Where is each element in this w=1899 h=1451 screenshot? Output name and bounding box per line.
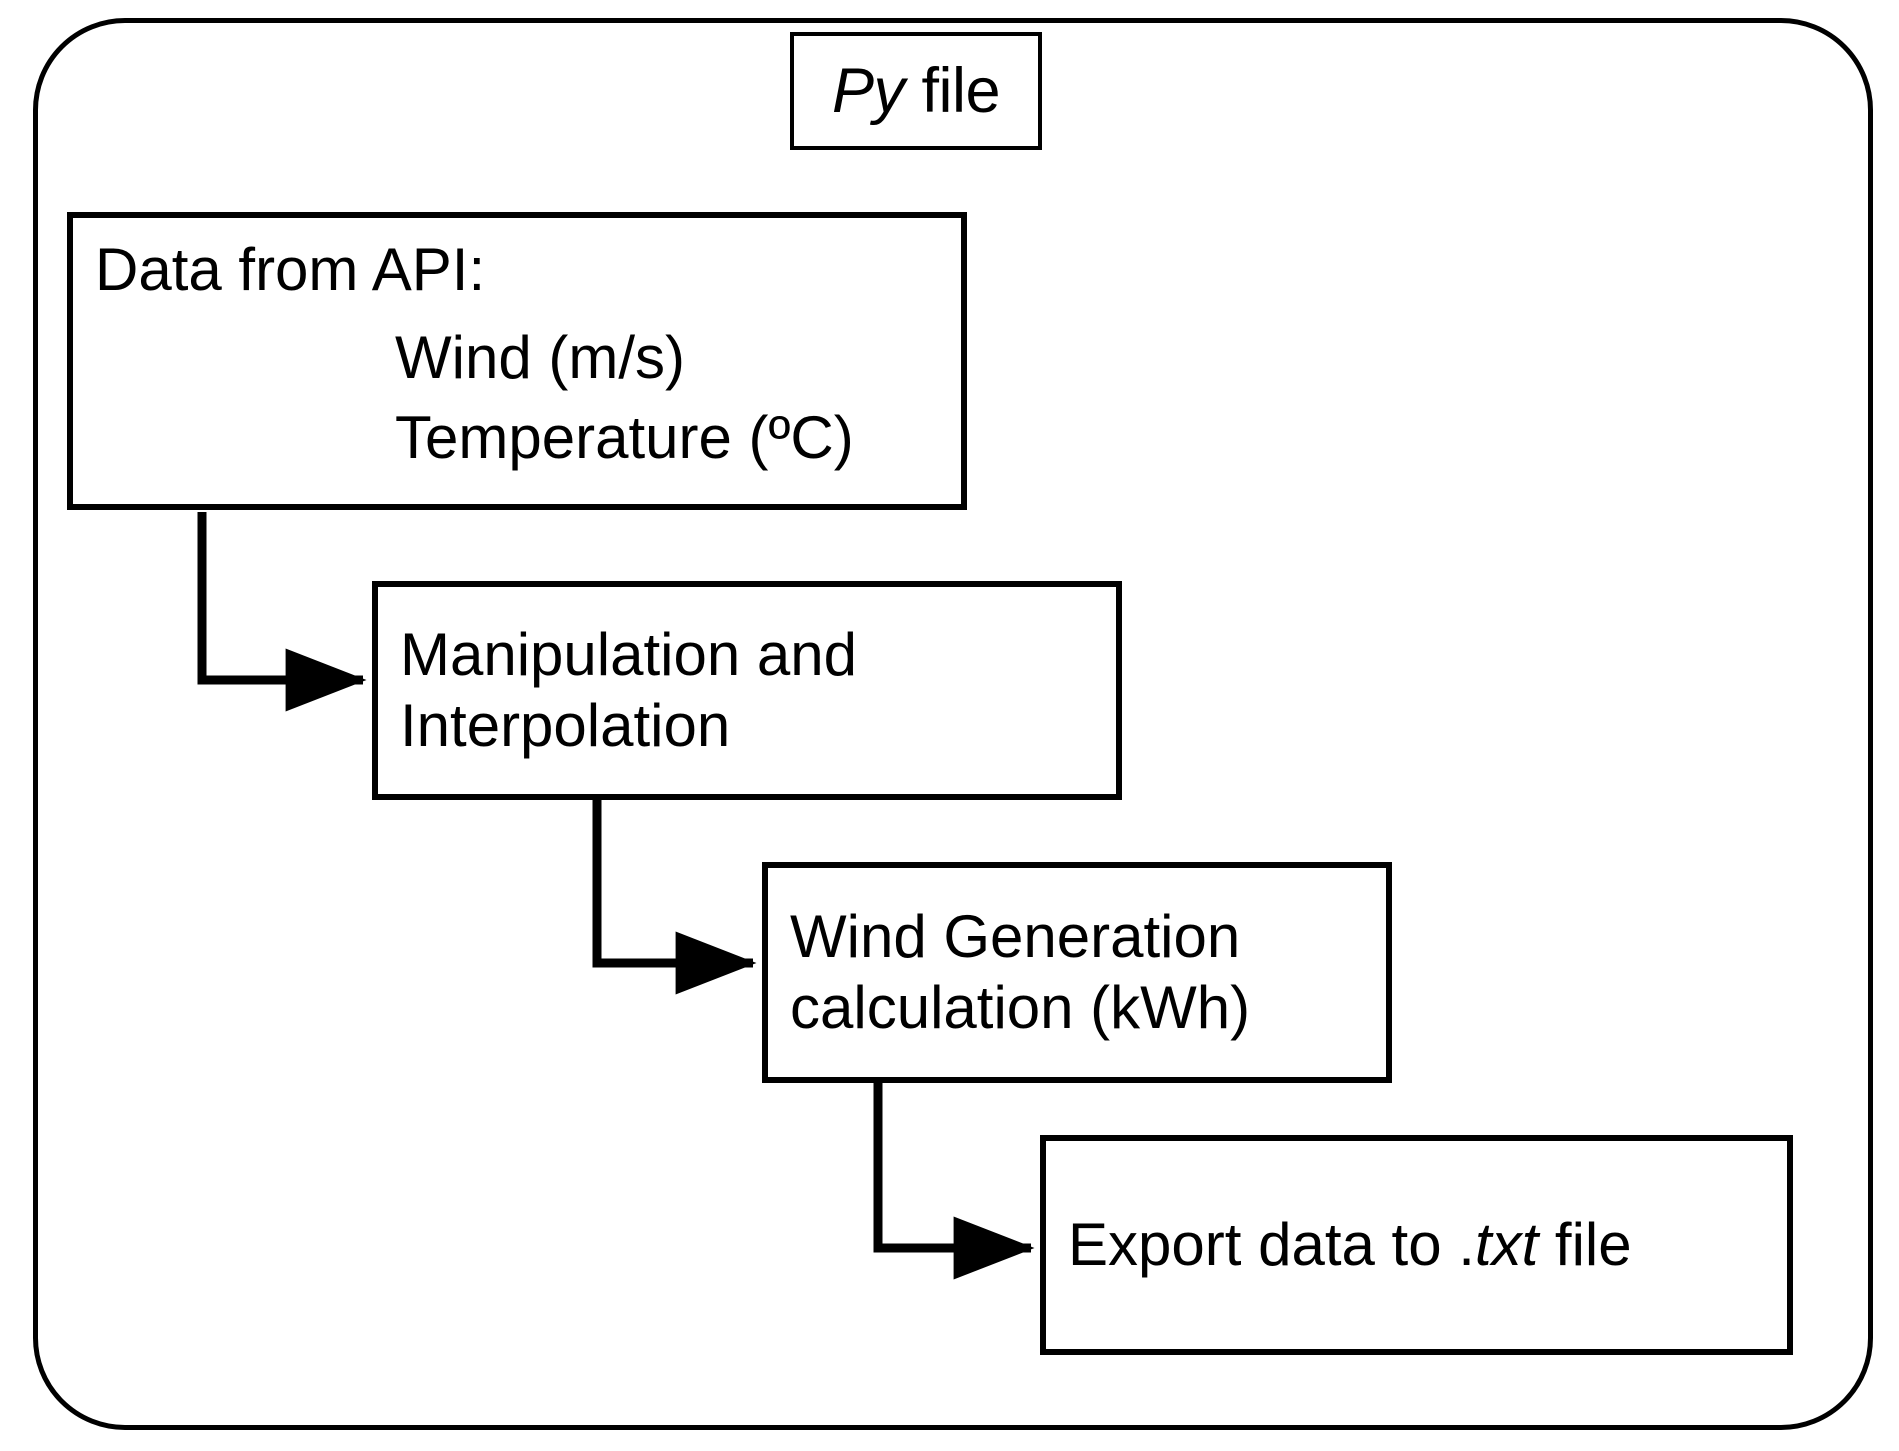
- py-file-container: [33, 18, 1873, 1430]
- node-manipulation-line-2: Interpolation: [400, 691, 731, 759]
- branch-label-temperature: Temperature (ºC): [395, 404, 854, 471]
- node-generation-line-2: calculation (kWh): [790, 973, 1251, 1041]
- py-file-title-italic: Py: [831, 55, 905, 126]
- node-manipulation[interactable]: Manipulation and Interpolation: [372, 581, 1122, 800]
- node-export-prefix: Export data to .: [1068, 1210, 1475, 1278]
- py-file-title-text: Py file: [832, 59, 1001, 123]
- node-data-source[interactable]: Data from API:: [67, 212, 967, 510]
- branch-label-wind: Wind (m/s): [395, 324, 685, 391]
- py-file-title-plain: file: [904, 55, 1001, 126]
- node-export[interactable]: Export data to .txt file: [1040, 1135, 1793, 1355]
- node-data-source-heading: Data from API:: [95, 236, 486, 303]
- py-file-title-chip: Py file: [790, 32, 1042, 150]
- node-export-suffix: file: [1538, 1210, 1632, 1278]
- node-generation-line-1: Wind Generation: [790, 902, 1241, 970]
- node-export-emphasis: txt: [1474, 1210, 1539, 1278]
- node-generation[interactable]: Wind Generation calculation (kWh): [762, 862, 1392, 1083]
- node-manipulation-line-1: Manipulation and: [400, 620, 858, 688]
- node-export-text: Export data to .txt file: [1046, 1210, 1787, 1281]
